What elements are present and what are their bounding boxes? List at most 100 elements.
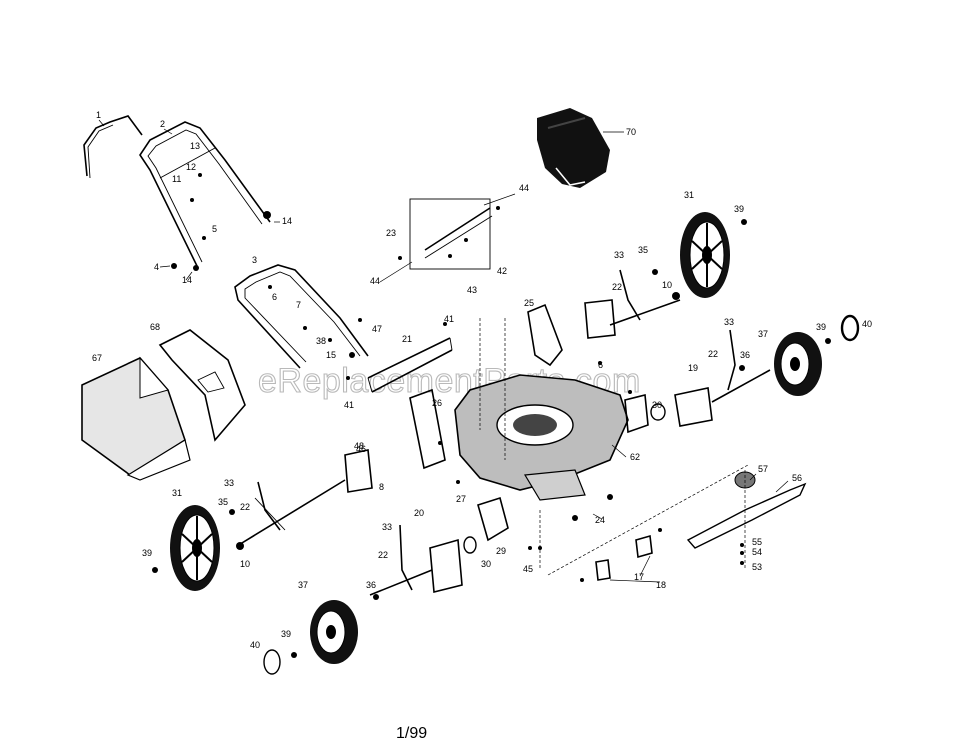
callout-36-b: 36 — [740, 350, 750, 360]
control-bar-box-part-23 — [379, 193, 516, 283]
axle-rods — [236, 299, 771, 596]
callout-41-a: 41 — [344, 400, 354, 410]
callout-45: 45 — [523, 564, 533, 574]
callout-62: 62 — [630, 452, 640, 462]
callout-44-b: 44 — [370, 276, 380, 286]
callout-39-a: 39 — [142, 548, 152, 558]
callout-24: 24 — [595, 515, 605, 525]
callout-38: 38 — [316, 336, 326, 346]
callout-10-a: 10 — [662, 280, 672, 290]
callout-2: 2 — [160, 119, 165, 129]
callout-37-b: 37 — [758, 329, 768, 339]
wheel-part-31-rear-right — [679, 211, 731, 299]
callout-14-b: 14 — [182, 275, 192, 285]
height-lever-part-22-rear — [619, 269, 641, 321]
wheel-part-31-front-left — [169, 504, 221, 592]
bracket-part-29 — [477, 496, 509, 542]
callout-39-b: 39 — [281, 629, 291, 639]
callout-46: 46 — [356, 444, 366, 454]
callout-48: 48 — [354, 441, 364, 451]
callout-leader-lines — [98, 119, 789, 583]
footer-date: 1/99 — [396, 725, 428, 742]
height-lever-part-22-left — [257, 481, 281, 531]
callout-30-b: 30 — [652, 400, 662, 410]
callout-22-d: 22 — [708, 349, 718, 359]
callout-23: 23 — [386, 228, 396, 238]
callout-22-b: 22 — [378, 550, 388, 560]
callout-67: 67 — [92, 353, 102, 363]
rear-plate-part-26 — [409, 388, 446, 470]
callout-31-a: 31 — [172, 488, 182, 498]
callout-3: 3 — [252, 255, 257, 265]
lower-handle-part-3 — [234, 264, 369, 369]
callout-33-c: 33 — [614, 250, 624, 260]
callout-53: 53 — [752, 562, 762, 572]
grass-bag-part-67 — [81, 356, 191, 481]
callout-21: 21 — [402, 334, 412, 344]
plate-part-17 — [595, 534, 653, 581]
callout-33-d: 33 — [724, 317, 734, 327]
upper-handle-part-1 — [83, 115, 143, 179]
callout-57: 57 — [758, 464, 768, 474]
callout-30-a: 30 — [481, 559, 491, 569]
height-lever-part-22-right — [727, 329, 736, 391]
callout-18: 18 — [656, 580, 666, 590]
callout-35-a: 35 — [218, 497, 228, 507]
assembly-guide-lines — [479, 318, 749, 576]
callout-42: 42 — [497, 266, 507, 276]
callout-55: 55 — [752, 537, 762, 547]
callout-19: 19 — [688, 363, 698, 373]
callout-70: 70 — [626, 127, 636, 137]
axle-plate-part-20 — [429, 538, 463, 594]
callout-10-b: 10 — [240, 559, 250, 569]
callout-12: 12 — [186, 162, 196, 172]
axle-plate-part-34 — [584, 299, 616, 339]
bag-frame-part-68 — [158, 329, 246, 442]
height-lever-part-22-front — [399, 524, 413, 591]
wheel-part-37-right — [773, 331, 823, 397]
callout-4: 4 — [154, 262, 159, 272]
callout-5: 5 — [212, 224, 217, 234]
callout-8: 8 — [379, 482, 384, 492]
callout-1: 1 — [96, 110, 101, 120]
callout-27: 27 — [456, 494, 466, 504]
callout-56: 56 — [792, 473, 802, 483]
fasteners — [152, 173, 831, 658]
callout-47: 47 — [372, 324, 382, 334]
callout-33-b: 33 — [382, 522, 392, 532]
callout-31-b: 31 — [684, 190, 694, 200]
callout-22-c: 22 — [612, 282, 622, 292]
callout-39-c: 39 — [734, 204, 744, 214]
axle-plate-part-48 — [344, 449, 373, 493]
callout-43: 43 — [467, 285, 477, 295]
callout-68: 68 — [150, 322, 160, 332]
callout-26: 26 — [432, 398, 442, 408]
spacer-part-30 — [463, 393, 666, 554]
axle-plate-part-19 — [674, 387, 713, 427]
callout-7: 7 — [296, 300, 301, 310]
callout-6-b: 6 — [598, 360, 603, 370]
callout-13: 13 — [190, 141, 200, 151]
mower-deck-part-62 — [454, 374, 629, 501]
bracket-part-25 — [527, 303, 563, 367]
callout-40-a: 40 — [250, 640, 260, 650]
callout-22-a: 22 — [240, 502, 250, 512]
callout-14-a: 14 — [282, 216, 292, 226]
callout-37-a: 37 — [298, 580, 308, 590]
callout-15: 15 — [326, 350, 336, 360]
callout-29: 29 — [496, 546, 506, 556]
hubcap-part-40 — [263, 314, 860, 675]
callout-6-a: 6 — [272, 292, 277, 302]
callout-20: 20 — [414, 508, 424, 518]
rear-rod-part-21 — [367, 337, 453, 393]
callout-40-b: 40 — [862, 319, 872, 329]
wheel-part-37-front — [309, 599, 359, 665]
callout-17: 17 — [634, 572, 644, 582]
callout-54: 54 — [752, 547, 762, 557]
upper-handle-part-2 — [139, 121, 271, 269]
callout-36-a: 36 — [366, 580, 376, 590]
callout-25: 25 — [524, 298, 534, 308]
callout-labels: 1 2 3 4 5 6 6 7 8 10 10 11 12 13 14 14 1… — [92, 110, 872, 650]
callout-44-a: 44 — [519, 183, 529, 193]
